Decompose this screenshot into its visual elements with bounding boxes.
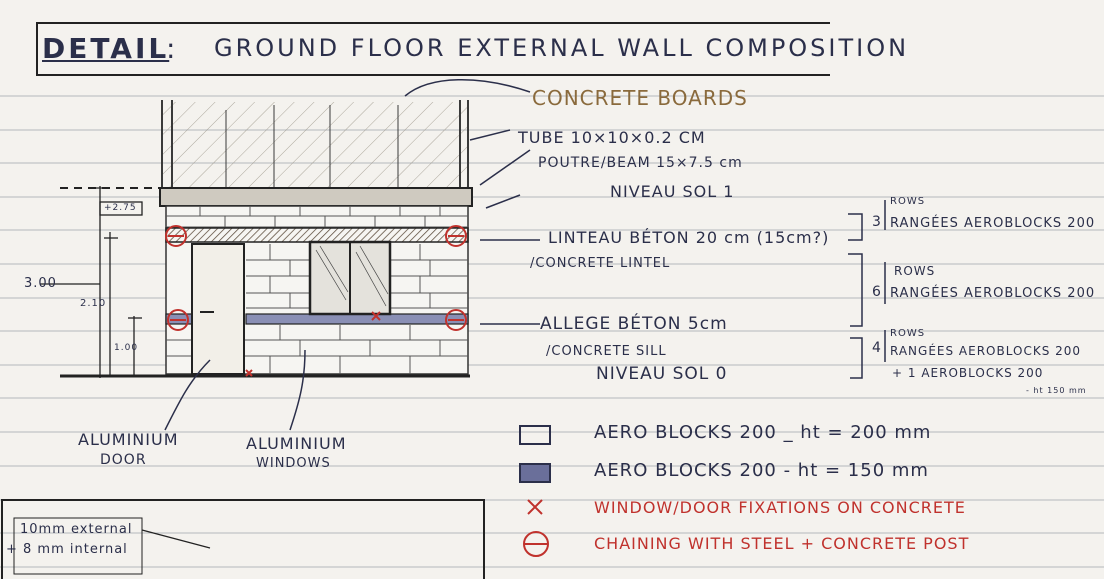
dim-low: 1.00 (114, 343, 139, 353)
concrete-boards-area (162, 102, 468, 192)
label-beam: POUTRE/BEAM 15×7.5 cm (538, 155, 743, 171)
chaining-mark-4 (445, 309, 467, 331)
legend-x-icon (527, 499, 543, 515)
rows-1-count: 3 (872, 214, 882, 230)
notes-line-2: + 8 mm internal (6, 542, 128, 557)
dim-level: +2.75 (104, 203, 137, 213)
label-concrete-lintel: /CONCRETE LINTEL (530, 256, 671, 271)
page-title: GROUND FLOOR EXTERNAL WALL COMPOSITION (214, 34, 910, 62)
notes-box (1, 499, 485, 579)
legend-item-4: CHAINING WITH STEEL + CONCRETE POST (594, 534, 970, 553)
concrete-lintel (165, 227, 469, 243)
concrete-sill (245, 313, 469, 325)
title-frame (36, 22, 830, 76)
beam (159, 187, 473, 207)
legend-item-1: AERO BLOCKS 200 _ ht = 200 mm (594, 422, 932, 443)
dim-mid: 2.10 (80, 298, 107, 309)
fixation-x-1 (371, 311, 381, 321)
rows-3-note: - ht 150 mm (1026, 386, 1087, 395)
rows-2-count: 6 (872, 284, 882, 300)
label-door: DOOR (100, 452, 147, 468)
title-colon: : (166, 32, 179, 65)
label-sill: ALLEGE BÉTON 5cm (540, 314, 728, 334)
legend-item-2: AERO BLOCKS 200 - ht = 150 mm (594, 460, 929, 481)
label-window-material: ALUMINIUM (246, 434, 347, 453)
rows-3-count: 4 (872, 340, 882, 356)
legend-empty-box-icon (519, 425, 551, 445)
label-niveau-sol-0: NIVEAU SOL 0 (596, 364, 728, 384)
chaining-mark-1 (165, 225, 187, 247)
rows-2-text: RANGÉES AEROBLOCKS 200 (890, 286, 1096, 301)
chaining-mark-2 (445, 225, 467, 247)
legend-filled-box-icon (519, 463, 551, 483)
label-windows: WINDOWS (256, 456, 331, 471)
label-lintel: LINTEAU BÉTON 20 cm (15cm?) (548, 228, 830, 247)
label-concrete-sill: /CONCRETE SILL (546, 344, 667, 359)
chaining-mark-3 (167, 309, 189, 331)
label-niveau-sol-1: NIVEAU SOL 1 (610, 182, 735, 201)
label-tube: TUBE 10×10×0.2 CM (518, 128, 706, 147)
rows-3-label: ROWS (890, 328, 926, 339)
dim-total: 3.00 (24, 276, 57, 291)
label-concrete-boards: CONCRETE BOARDS (532, 86, 748, 110)
label-door-material: ALUMINIUM (78, 430, 179, 449)
legend-item-3: WINDOW/DOOR FIXATIONS ON CONCRETE (594, 498, 966, 517)
aluminium-door (191, 243, 245, 375)
rows-1-label: ROWS (890, 196, 926, 207)
notes-line-1: 10mm external (20, 522, 133, 537)
fixation-x-2 (245, 369, 253, 377)
rows-2-label: ROWS (894, 264, 936, 278)
rows-1-text: RANGÉES AEROBLOCKS 200 (890, 216, 1096, 231)
title-detail: DETAIL (42, 32, 170, 65)
rows-3-text: RANGÉES AEROBLOCKS 200 (890, 344, 1082, 358)
rows-3-extra: + 1 AEROBLOCKS 200 (892, 366, 1044, 380)
